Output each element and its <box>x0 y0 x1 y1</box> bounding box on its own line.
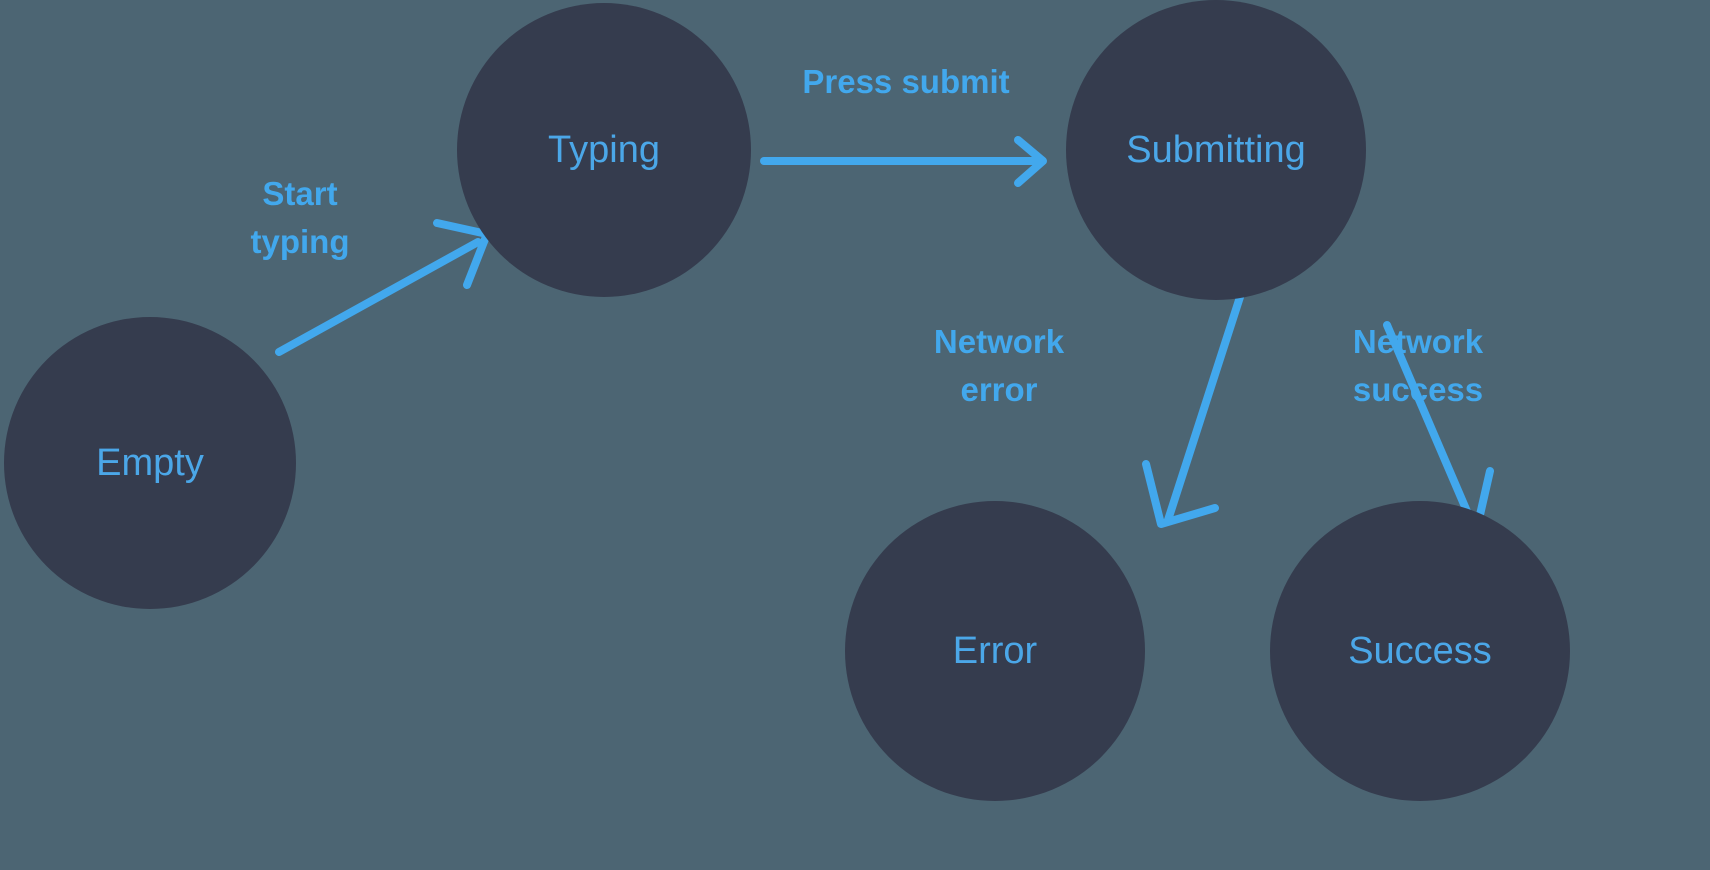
state-node-success[interactable]: Success <box>1270 501 1570 801</box>
transition-network-error-line <box>1164 293 1244 524</box>
state-node-error[interactable]: Error <box>845 501 1145 801</box>
transition-label-network-error-line1: Network <box>934 323 1065 360</box>
state-node-error-circle <box>845 501 1145 801</box>
transition-network-success-line <box>1383 321 1476 527</box>
state-node-typing[interactable]: Typing <box>457 3 751 297</box>
state-node-empty-circle <box>4 317 296 609</box>
transition-network-error[interactable] <box>1142 293 1244 528</box>
transition-label-network-success: Network success <box>1353 323 1484 408</box>
state-node-error-label: Error <box>953 630 1038 672</box>
transition-label-network-error-line2: error <box>960 371 1037 408</box>
state-node-success-label: Success <box>1348 630 1492 672</box>
transition-press-submit[interactable] <box>760 136 1047 187</box>
transition-label-start-typing-line2: typing <box>251 223 350 260</box>
state-node-submitting-label: Submitting <box>1126 129 1306 171</box>
transition-press-submit-arrowhead <box>1014 136 1047 187</box>
transition-label-network-success-line1: Network <box>1353 323 1484 360</box>
transition-label-start-typing: Start typing <box>251 175 350 260</box>
transition-label-press-submit: Press submit <box>802 63 1009 100</box>
transition-label-start-typing-line1: Start <box>262 175 337 212</box>
state-node-empty-label: Empty <box>96 442 204 484</box>
transition-network-error-arrowhead <box>1142 460 1219 528</box>
state-node-empty[interactable]: Empty <box>4 317 296 609</box>
state-node-typing-label: Typing <box>548 129 660 171</box>
state-node-submitting-circle <box>1066 0 1366 300</box>
transition-label-network-success-line2: success <box>1353 371 1483 408</box>
transition-label-network-error: Network error <box>934 323 1065 408</box>
state-node-success-circle <box>1270 501 1570 801</box>
transition-start-typing-line <box>275 238 482 356</box>
state-node-submitting[interactable]: Submitting <box>1066 0 1366 300</box>
state-node-typing-circle <box>457 3 751 297</box>
transition-label-press-submit-line1: Press submit <box>802 63 1009 100</box>
